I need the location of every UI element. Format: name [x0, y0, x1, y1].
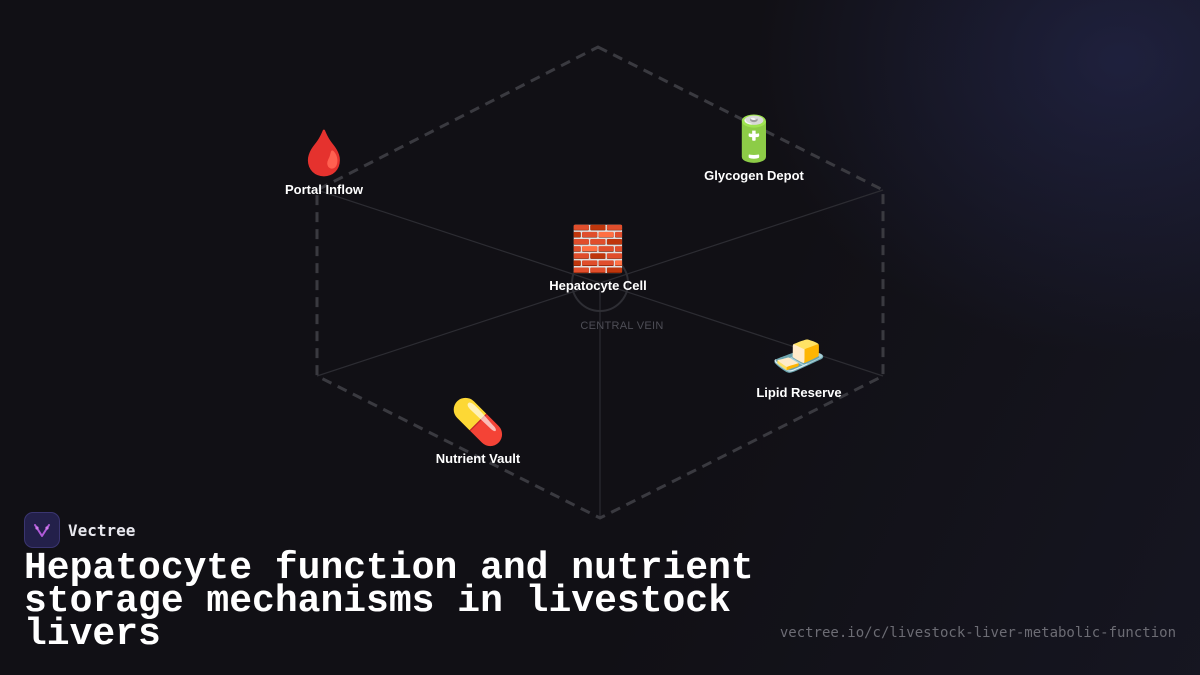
brand-name: Vectree: [68, 520, 136, 540]
page-title: Hepatocyte function and nutrient storage…: [24, 547, 754, 656]
blood-drop-icon: 🩸: [296, 129, 352, 178]
central-vein-circle: [571, 254, 629, 312]
brick-icon: 🧱: [570, 225, 626, 274]
node-portal-inflow: 🩸 Portal Inflow: [285, 128, 363, 197]
node-label: Glycogen Depot: [704, 168, 804, 183]
lobule-hexagon: [315, 45, 885, 520]
node-glycogen-depot: 🔋 Glycogen Depot: [704, 114, 804, 183]
node-label: Nutrient Vault: [435, 451, 521, 466]
pill-icon: 💊: [450, 398, 506, 447]
battery-icon: 🔋: [726, 115, 782, 164]
vectree-logo-icon: [24, 512, 60, 548]
node-label: Lipid Reserve: [756, 385, 842, 400]
spoke-line: [599, 189, 884, 284]
butter-icon: 🧈: [771, 332, 827, 381]
page-url: vectree.io/c/livestock-liver-metabolic-f…: [779, 625, 1176, 641]
brand: Vectree: [24, 512, 135, 548]
node-nutrient-vault: 💊 Nutrient Vault: [436, 397, 521, 466]
node-label: Portal Inflow: [285, 182, 363, 197]
node-hepatocyte-cell: 🧱 Hepatocyte Cell: [549, 224, 647, 293]
spoke-line: [316, 189, 601, 284]
central-vein-caption: CENTRAL VEIN: [580, 320, 664, 332]
spoke-line: [316, 282, 601, 377]
spoke-line: [599, 282, 884, 377]
node-label: Hepatocyte Cell: [549, 278, 647, 293]
node-lipid-reserve: 🧈 Lipid Reserve: [756, 331, 841, 400]
